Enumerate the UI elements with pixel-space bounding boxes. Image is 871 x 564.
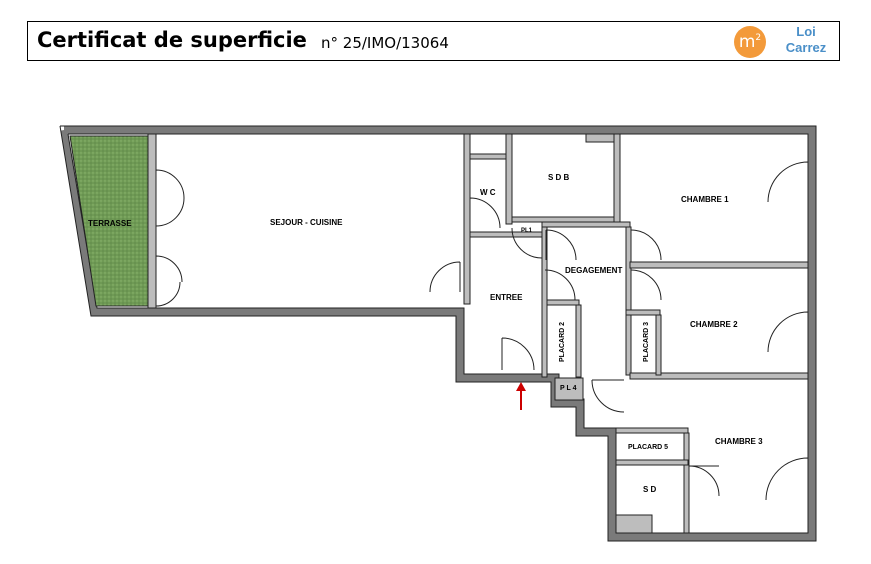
certificate-title: Certificat de superficie (37, 28, 307, 52)
logo-line1: Loi (796, 24, 816, 39)
logo-symbol: m (738, 32, 756, 52)
label-pl1: PL1 (521, 228, 533, 234)
label-chambre3: CHAMBRE 3 (715, 437, 763, 446)
label-placard5: PLACARD 5 (628, 444, 668, 451)
label-chambre1: CHAMBRE 1 (681, 195, 729, 204)
entry-arrow-icon (516, 382, 526, 410)
label-sejour: SEJOUR - CUISINE (270, 218, 343, 227)
label-placard3: PLACARD 3 (643, 322, 650, 362)
loi-carrez-logo: Loi Carrez (776, 24, 836, 56)
label-sdb: S D B (548, 173, 570, 182)
outer-walls-line (59, 125, 817, 542)
label-sd: S D (643, 485, 657, 494)
logo-line2: Carrez (785, 40, 827, 55)
label-degagement: DEGAGEMENT (565, 266, 622, 275)
label-placard2: PLACARD 2 (559, 322, 566, 362)
label-wc: W C (480, 188, 496, 197)
label-chambre2: CHAMBRE 2 (690, 320, 738, 329)
certificate-number: n° 25/IMO/13064 (321, 34, 449, 52)
label-pl4: P L 4 (560, 385, 577, 392)
certificate-header: Certificat de superficie n° 25/IMO/13064… (27, 21, 840, 61)
outer-walls (60, 126, 816, 541)
logo-sup: 2 (755, 33, 762, 43)
terrace-wall (147, 133, 157, 309)
interior-walls (463, 133, 809, 534)
doors (155, 161, 809, 501)
label-terrasse: TERRASSE (88, 219, 132, 228)
label-entree: ENTREE (490, 293, 523, 302)
